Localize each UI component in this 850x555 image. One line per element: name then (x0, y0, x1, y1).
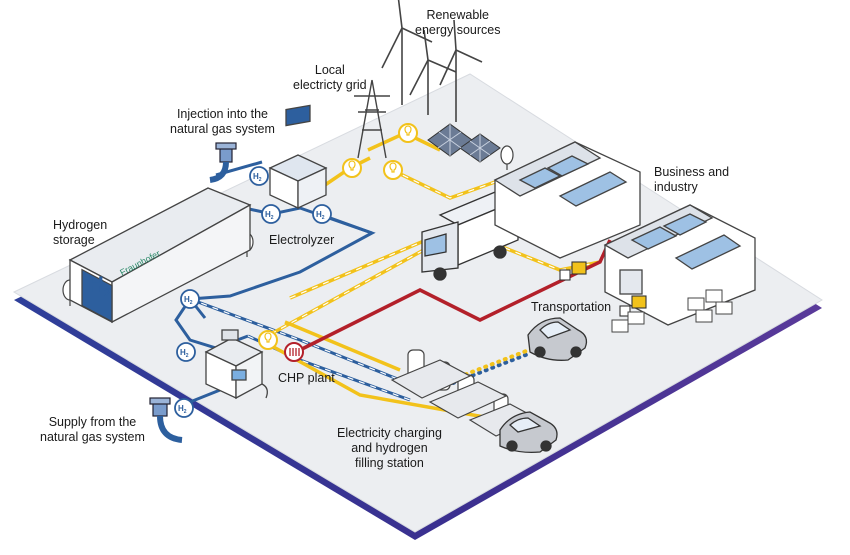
svg-text:H2: H2 (180, 348, 189, 359)
chp-plant (204, 329, 268, 400)
svg-text:H2: H2 (184, 295, 193, 306)
charging-station (390, 349, 538, 437)
electricity-pylon-icon (354, 79, 390, 159)
wind-turbine-icon (381, 0, 483, 122)
forklift-icon (559, 261, 647, 317)
car-icon (527, 317, 588, 361)
car-icon (499, 411, 558, 454)
injection-valve (209, 142, 237, 183)
lightbulb-icon (258, 123, 418, 350)
label-transportation: Transportation (531, 300, 612, 314)
electrolyzer-unit (268, 104, 328, 210)
svg-text:H2: H2 (316, 210, 325, 221)
label-chp-plant: CHP plant (278, 371, 335, 385)
business-building (493, 141, 641, 259)
svg-text:H2: H2 (265, 210, 274, 221)
electricity-lines-dashed (259, 169, 601, 341)
svg-text:H2: H2 (253, 172, 262, 183)
heat-radiator-icon (284, 342, 304, 362)
label-electrolyzer: Electrolyzer (269, 233, 335, 247)
heat-line (299, 239, 612, 352)
h2-icon: H2 H2 H2 H2 H2 H2 (174, 166, 332, 418)
solar-panel-icon (427, 123, 501, 163)
tank-h2-label: H2 (88, 272, 111, 300)
hydrogen-pipes-dashed (189, 298, 411, 401)
hydrogen-storage-tank (68, 187, 252, 324)
crates (611, 289, 733, 333)
supply-valve (149, 397, 183, 443)
svg-text:H2: H2 (178, 404, 187, 415)
